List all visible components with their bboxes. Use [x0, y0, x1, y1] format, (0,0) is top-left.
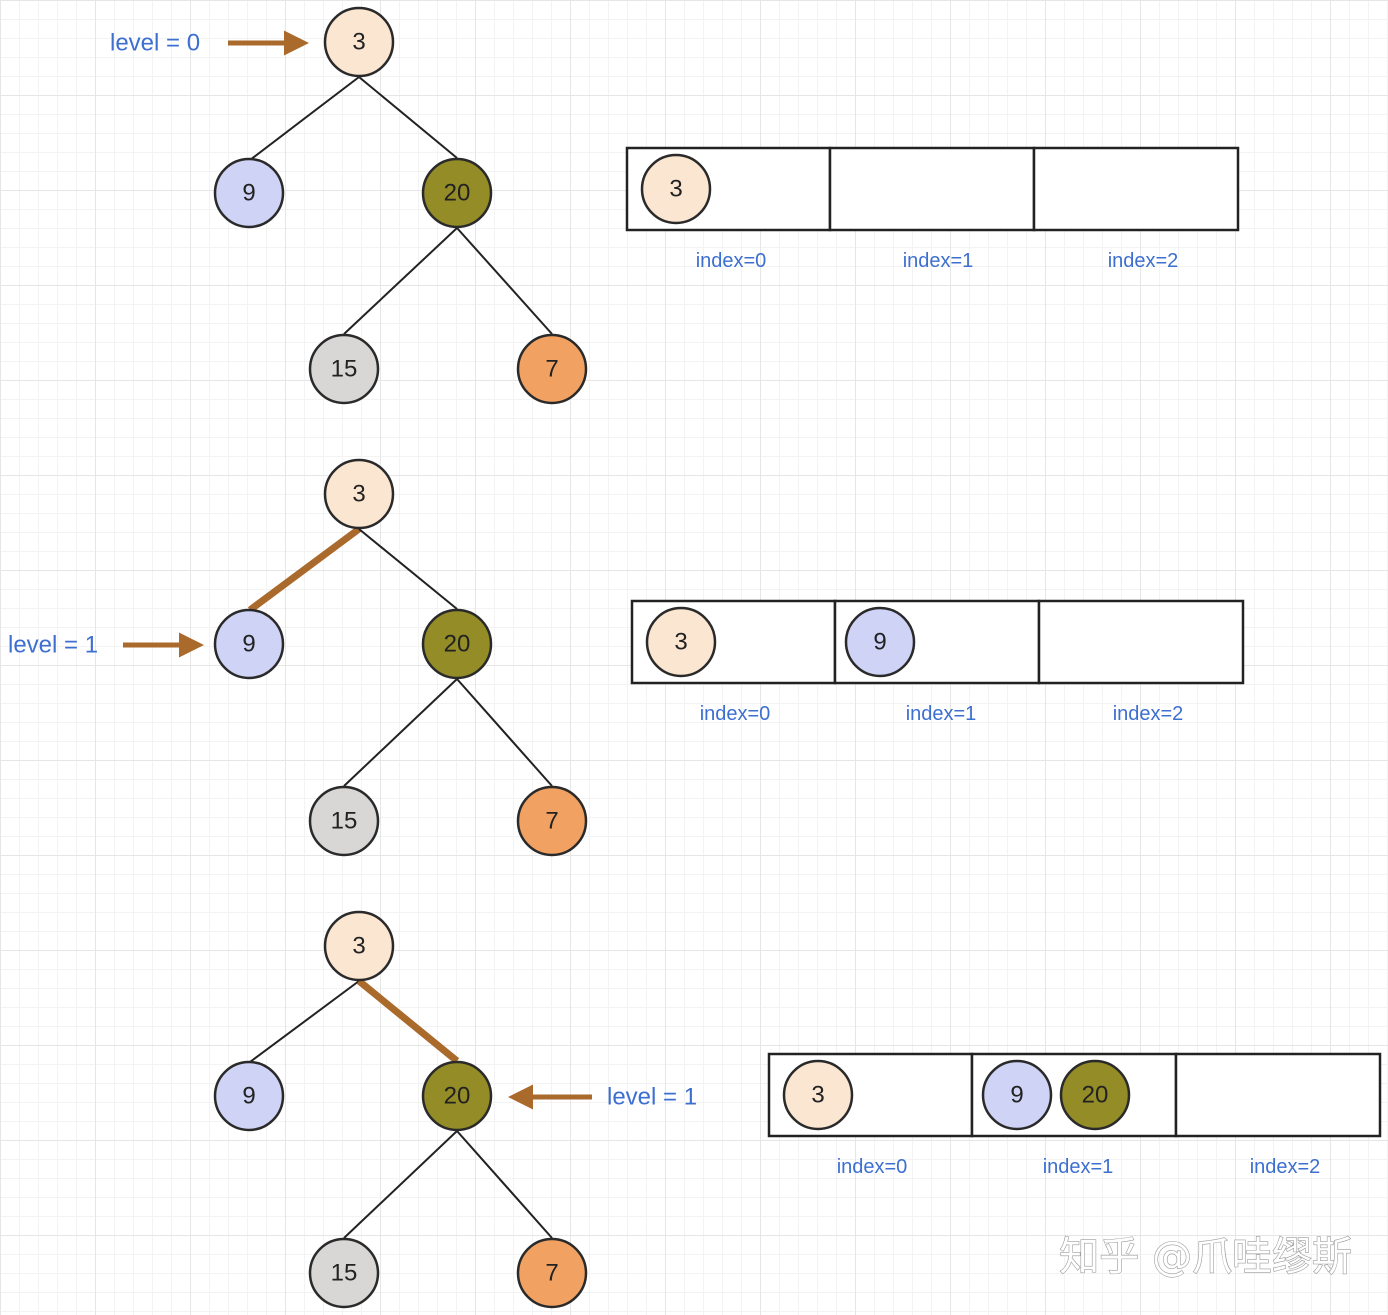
- edge-20-15: [343, 1130, 458, 1239]
- node-label: 15: [331, 356, 358, 383]
- node-label: 9: [242, 1083, 255, 1110]
- tree-3: 3 9 20 15 7: [213, 910, 588, 1309]
- level-label: level = 0: [110, 30, 200, 57]
- tree-node-right-left: 15: [308, 333, 380, 405]
- result-array-3: 3 9 20 index=0 index=1 index=2: [767, 1052, 1382, 1178]
- node-label: 3: [352, 933, 365, 960]
- node-label: 15: [331, 1260, 358, 1287]
- node-label: 3: [352, 481, 365, 508]
- node-label: 7: [545, 356, 558, 383]
- tree-node-right: 20: [421, 608, 493, 680]
- tree-2: 3 9 20 15 7: [213, 458, 588, 857]
- tree-1: 3 9 20 15 7: [213, 6, 588, 405]
- panel-1: 3 9 20 15 7 level = 0: [110, 6, 1240, 405]
- edge-3-20-highlighted: [356, 978, 460, 1064]
- array-cell-2: [1032, 146, 1240, 232]
- node-label: 9: [242, 180, 255, 207]
- index-label: index=1: [1043, 1156, 1114, 1178]
- node-label: 20: [444, 180, 471, 207]
- node-label: 15: [331, 808, 358, 835]
- array-value: 9: [981, 1059, 1053, 1131]
- index-label: index=2: [1108, 250, 1179, 272]
- tree-node-right-right: 7: [516, 333, 588, 405]
- edge-20-15: [343, 678, 458, 787]
- tree-node-right: 20: [421, 1060, 493, 1132]
- level-indicator-2: level = 1: [8, 632, 204, 659]
- level-indicator-3: level = 1: [508, 1084, 697, 1111]
- edge-3-9: [249, 980, 360, 1063]
- tree-node-root: 3: [323, 458, 395, 530]
- index-label: index=1: [906, 703, 977, 725]
- level-indicator-1: level = 0: [110, 30, 309, 57]
- array-value: 3: [640, 153, 712, 225]
- tree-node-left: 9: [213, 157, 285, 229]
- panel-2: 3 9 20 15 7 level = 1: [8, 458, 1245, 857]
- level-label: level = 1: [8, 632, 98, 659]
- tree-node-left: 9: [213, 608, 285, 680]
- edge-3-9: [249, 76, 360, 161]
- node-label: 20: [444, 1083, 471, 1110]
- tree-node-left: 9: [213, 1060, 285, 1132]
- edge-20-15: [343, 227, 458, 335]
- index-label: index=0: [700, 703, 771, 725]
- edge-3-9-highlighted: [247, 526, 362, 613]
- array-value-label: 20: [1082, 1082, 1109, 1109]
- array-value-label: 3: [669, 176, 682, 203]
- array-value-label: 9: [873, 629, 886, 656]
- index-label: index=1: [903, 250, 974, 272]
- tree-node-right-right: 7: [516, 785, 588, 857]
- index-label: index=0: [696, 250, 767, 272]
- tree-node-right-left: 15: [308, 1237, 380, 1309]
- tree-node-root: 3: [323, 910, 395, 982]
- edge-3-20: [358, 528, 458, 610]
- node-label: 7: [545, 808, 558, 835]
- tree-node-right: 20: [421, 157, 493, 229]
- array-value-label: 3: [811, 1082, 824, 1109]
- index-label: index=2: [1250, 1156, 1321, 1178]
- watermark: 知乎 @爪哇缪斯: [1059, 1234, 1352, 1280]
- edge-20-7: [456, 227, 553, 335]
- index-label: index=2: [1113, 703, 1184, 725]
- array-cell-2: [1037, 599, 1245, 685]
- node-label: 3: [352, 29, 365, 56]
- edge-3-20: [358, 76, 458, 159]
- tree-node-right-right: 7: [516, 1237, 588, 1309]
- array-cell-1: [828, 146, 1036, 232]
- edge-20-7: [456, 1130, 553, 1239]
- result-array-2: 3 9 index=0 index=1 index=2: [630, 599, 1245, 725]
- array-value: 3: [645, 606, 717, 678]
- array-value: 3: [782, 1059, 854, 1131]
- array-value: 9: [844, 606, 916, 678]
- panel-3: 3 9 20 15 7 level = 1: [213, 910, 1382, 1309]
- level-label: level = 1: [607, 1084, 697, 1111]
- node-label: 20: [444, 631, 471, 658]
- edge-20-7: [456, 678, 553, 787]
- node-label: 7: [545, 1260, 558, 1287]
- tree-node-right-left: 15: [308, 785, 380, 857]
- array-cell-2: [1174, 1052, 1382, 1138]
- array-value: 20: [1059, 1059, 1131, 1131]
- node-label: 9: [242, 631, 255, 658]
- result-array-1: 3 index=0 index=1 index=2: [625, 146, 1240, 272]
- tree-node-root: 3: [323, 6, 395, 78]
- array-value-label: 9: [1010, 1082, 1023, 1109]
- index-label: index=0: [837, 1156, 908, 1178]
- array-value-label: 3: [674, 629, 687, 656]
